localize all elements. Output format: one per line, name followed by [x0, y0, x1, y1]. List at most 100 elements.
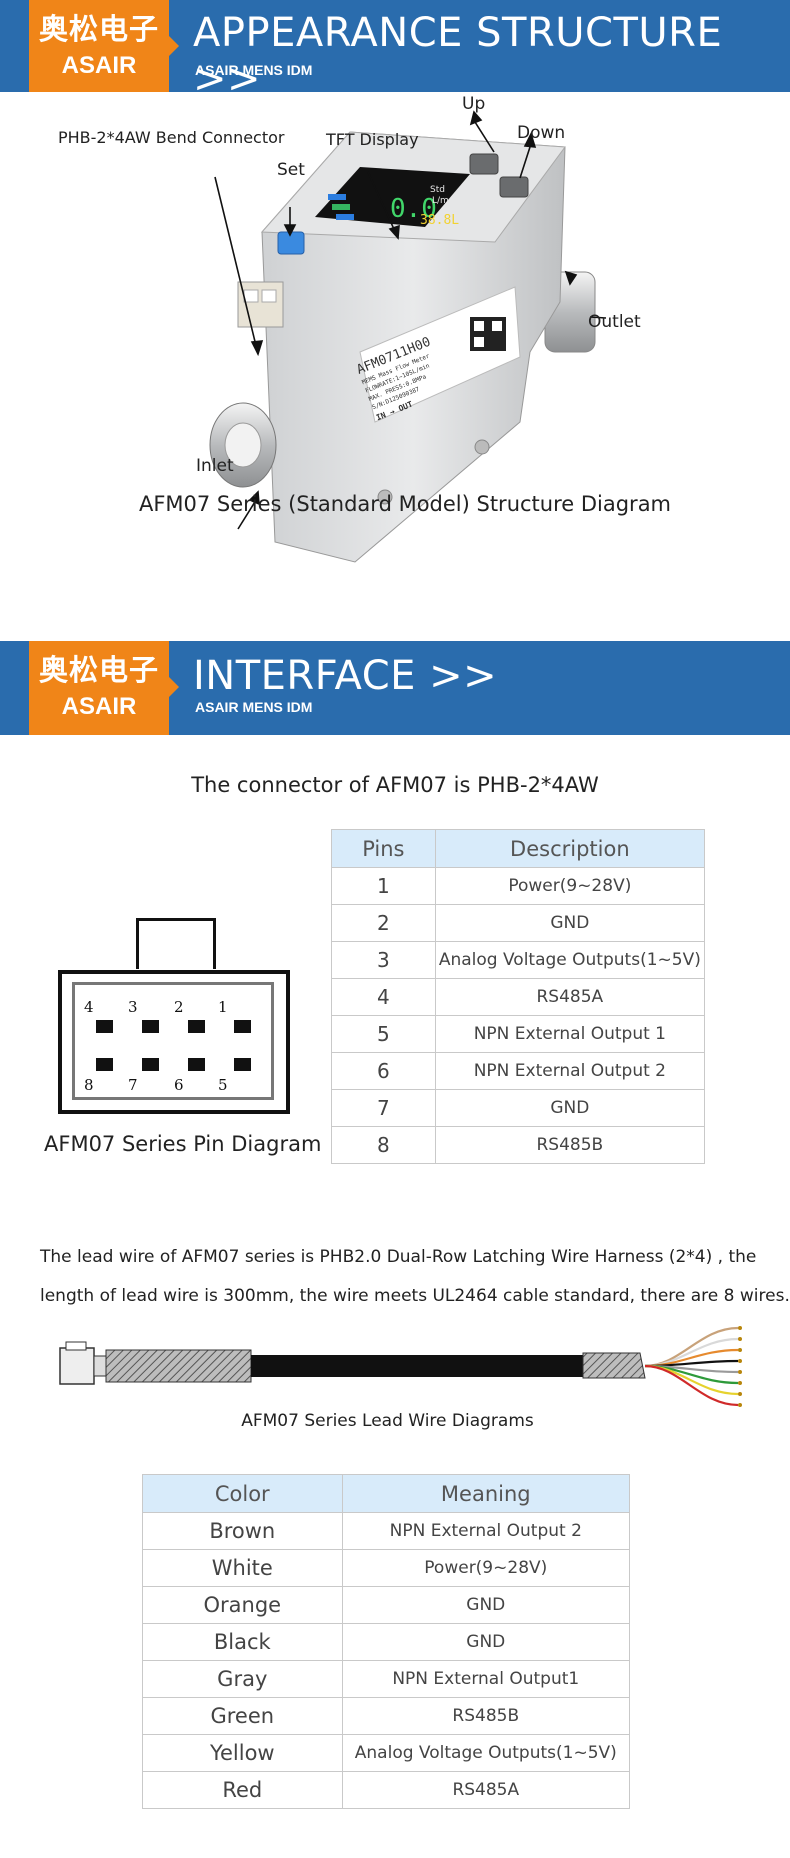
pin-label: 8	[84, 1076, 94, 1094]
wire-tip	[738, 1392, 742, 1396]
section-banner-interface: 奥松电子 ASAIR INTERFACE >> ASAIR MENS IDM	[0, 641, 790, 735]
pin-contact	[142, 1058, 159, 1071]
pin-number: 2	[331, 904, 436, 942]
connector-title: The connector of AFM07 is PHB-2*4AW	[191, 773, 599, 797]
wire-caption: AFM07 Series Lead Wire Diagrams	[241, 1411, 534, 1431]
screen-total: 38.8L	[420, 213, 459, 228]
pin-table-header: Description	[434, 829, 706, 868]
pin-label: 2	[174, 998, 184, 1016]
wire-braided-sleeve	[105, 1349, 252, 1383]
brand-cn: 奥松电子	[38, 653, 159, 687]
screen-value: 0.0	[390, 194, 437, 224]
section-subtitle: ASAIR MENS IDM	[195, 699, 313, 715]
callout-display: TFT Display	[326, 130, 419, 149]
connector-latch	[136, 918, 216, 969]
pin-contact	[188, 1020, 205, 1033]
wire-tip	[738, 1359, 742, 1363]
lead-wire-line-2: length of lead wire is 300mm, the wire m…	[40, 1286, 790, 1306]
pin-label: 4	[84, 998, 94, 1016]
wire-meaning: Analog Voltage Outputs(1~5V)	[341, 1734, 631, 1772]
wire-color: Gray	[142, 1660, 343, 1698]
brand-en: ASAIR	[61, 693, 137, 720]
wire-color: Black	[142, 1623, 343, 1661]
pin-number: 4	[331, 978, 436, 1016]
screen-unit-bottom: L/m	[432, 196, 449, 206]
callout-set: Set	[277, 160, 305, 180]
callout-up: Up	[462, 94, 486, 114]
wire-connector-plug	[59, 1347, 95, 1385]
brand-cn: 奥松电子	[38, 12, 159, 46]
section-title: APPEARANCE STRUCTURE >>	[193, 10, 723, 102]
wire-color: Red	[142, 1771, 343, 1809]
wire-color: Yellow	[142, 1734, 343, 1772]
pin-contact	[188, 1058, 205, 1071]
pin-caption: AFM07 Series Pin Diagram	[44, 1132, 322, 1156]
pin-label: 1	[218, 998, 228, 1016]
pin-label: 5	[218, 1076, 228, 1094]
wire-color: Brown	[142, 1512, 343, 1550]
wire-color: Orange	[142, 1586, 343, 1624]
wire-tip	[738, 1370, 742, 1374]
pin-diagram: 4 3 2 1 8 7 6 5	[58, 918, 290, 1118]
pin-number: 5	[331, 1015, 436, 1053]
wire-cable-jacket	[251, 1355, 583, 1377]
up-button-illustration	[469, 153, 499, 175]
connector-housing	[58, 970, 290, 1114]
brand-en: ASAIR	[61, 52, 137, 79]
structure-caption: AFM07 Series (Standard Model) Structure …	[138, 492, 672, 516]
brand-badge: 奥松电子 ASAIR	[29, 0, 179, 92]
wire-meaning: NPN External Output 2	[341, 1512, 631, 1550]
flow-meter-illustration: 0.0 Std L/m 38.8L AFM0711H00 MEMS Mass F…	[209, 110, 607, 563]
pin-number: 1	[331, 867, 436, 905]
screen-unit-top: Std	[430, 185, 445, 195]
lead-wire-illustration	[59, 1326, 742, 1407]
callout-down: Down	[517, 123, 566, 143]
pin-description: GND	[434, 1089, 706, 1127]
pin-description: Analog Voltage Outputs(1~5V)	[434, 941, 706, 979]
wire-tip	[738, 1348, 742, 1352]
pin-number: 8	[331, 1126, 436, 1164]
pin-description: NPN External Output 2	[434, 1052, 706, 1090]
pin-table-header: Pins	[331, 829, 436, 868]
wire-tip	[738, 1326, 742, 1330]
pin-label: 6	[174, 1076, 184, 1094]
pin-contact	[142, 1020, 159, 1033]
pin-label: 3	[128, 998, 138, 1016]
wire-tip	[738, 1381, 742, 1385]
structure-diagram: 0.0 Std L/m 38.8L AFM0711H00 MEMS Mass F…	[0, 92, 790, 640]
wire-meaning: RS485B	[341, 1697, 631, 1735]
pin-contact	[234, 1058, 251, 1071]
pin-number: 3	[331, 941, 436, 979]
callout-inlet: Inlet	[196, 456, 234, 476]
pin-description: GND	[434, 904, 706, 942]
section-banner-appearance: 奥松电子 ASAIR APPEARANCE STRUCTURE >> ASAIR…	[0, 0, 790, 102]
wire-meaning: NPN External Output1	[341, 1660, 631, 1698]
color-table-header: Meaning	[341, 1474, 631, 1513]
set-button-illustration	[277, 231, 305, 255]
callout-outlet: Outlet	[588, 312, 641, 332]
color-table-header: Color	[142, 1474, 343, 1513]
badge-arrow-icon	[169, 677, 179, 697]
wire-meaning: RS485A	[341, 1771, 631, 1809]
section-subtitle: ASAIR MENS IDM	[195, 62, 313, 78]
badge-arrow-icon	[169, 36, 179, 56]
pin-contact	[96, 1020, 113, 1033]
pin-label: 7	[128, 1076, 138, 1094]
pin-description: Power(9~28V)	[434, 867, 706, 905]
pin-contact	[234, 1020, 251, 1033]
pin-number: 6	[331, 1052, 436, 1090]
wire-color: White	[142, 1549, 343, 1587]
lead-wire-line-1: The lead wire of AFM07 series is PHB2.0 …	[40, 1247, 757, 1267]
wire-meaning: GND	[341, 1586, 631, 1624]
wire-strand	[644, 1364, 739, 1407]
wire-meaning: Power(9~28V)	[341, 1549, 631, 1587]
connector-illustration	[237, 281, 284, 328]
pin-description: NPN External Output 1	[434, 1015, 706, 1053]
pin-description: RS485B	[434, 1126, 706, 1164]
pin-description: RS485A	[434, 978, 706, 1016]
brand-badge: 奥松电子 ASAIR	[29, 641, 179, 735]
wire-color: Green	[142, 1697, 343, 1735]
wire-tip	[738, 1403, 742, 1407]
pin-contact	[96, 1058, 113, 1071]
